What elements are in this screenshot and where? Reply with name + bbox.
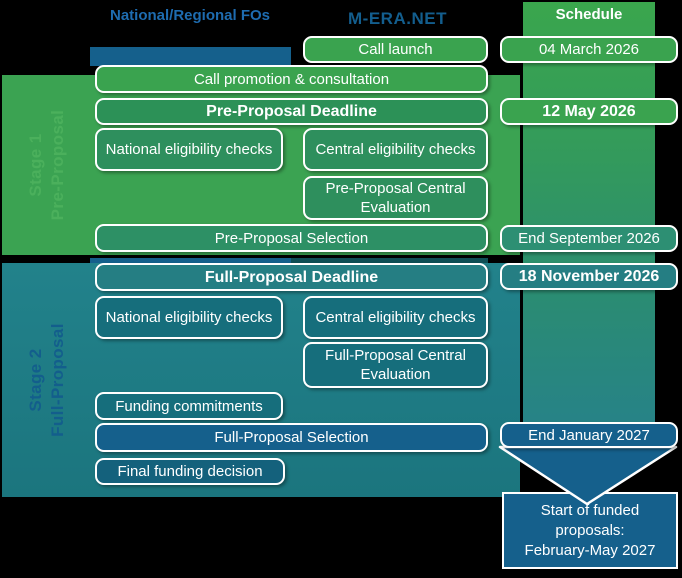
- box-pre-proposal-central-evaluation: Pre-Proposal Central Evaluation: [303, 176, 488, 220]
- column-header-fos: National/Regional FOs: [109, 7, 271, 24]
- mera-net-logo: M-ERA.NET: [348, 9, 447, 28]
- box-stage2-national-checks: National eligibility checks: [95, 296, 283, 339]
- box-funding-commitments: Funding commitments: [95, 392, 283, 420]
- stage2-label: Stage 2 Full-Proposal: [22, 285, 72, 475]
- stage1-label-line2: Pre-Proposal: [48, 109, 67, 221]
- stage2-label-line1: Stage 2: [26, 348, 45, 412]
- center-column-gap-strip: [291, 258, 488, 263]
- start-of-funded-proposals-box: Start of funded proposals: February-May …: [502, 492, 678, 569]
- date-pre-proposal-deadline: 12 May 2026: [500, 98, 678, 125]
- stage1-label: Stage 1 Pre-Proposal: [22, 70, 72, 260]
- stage2-label-line2: Full-Proposal: [48, 323, 67, 437]
- box-stage2-central-checks: Central eligibility checks: [303, 296, 488, 339]
- stage1-label-line1: Stage 1: [26, 133, 45, 197]
- box-pre-proposal-selection: Pre-Proposal Selection: [95, 224, 488, 252]
- box-stage1-national-checks: National eligibility checks: [95, 128, 283, 171]
- box-call-promotion: Call promotion & consultation: [95, 65, 488, 93]
- box-call-launch: Call launch: [303, 36, 488, 63]
- date-call-launch: 04 March 2026: [500, 36, 678, 63]
- box-final-funding-decision: Final funding decision: [95, 458, 285, 485]
- column-header-schedule: Schedule: [555, 6, 623, 23]
- date-pre-proposal-selection: End September 2026: [500, 225, 678, 252]
- fos-column-bar: [90, 47, 291, 66]
- box-full-proposal-deadline: Full-Proposal Deadline: [95, 263, 488, 291]
- box-full-proposal-selection: Full-Proposal Selection: [95, 423, 488, 452]
- date-full-proposal-deadline: 18 November 2026: [500, 263, 678, 290]
- box-stage1-central-checks: Central eligibility checks: [303, 128, 488, 171]
- box-pre-proposal-deadline: Pre-Proposal Deadline: [95, 98, 488, 125]
- date-full-proposal-selection: End January 2027: [500, 422, 678, 448]
- fos-column-gap-strip: [90, 258, 291, 263]
- box-full-proposal-central-evaluation: Full-Proposal Central Evaluation: [303, 342, 488, 388]
